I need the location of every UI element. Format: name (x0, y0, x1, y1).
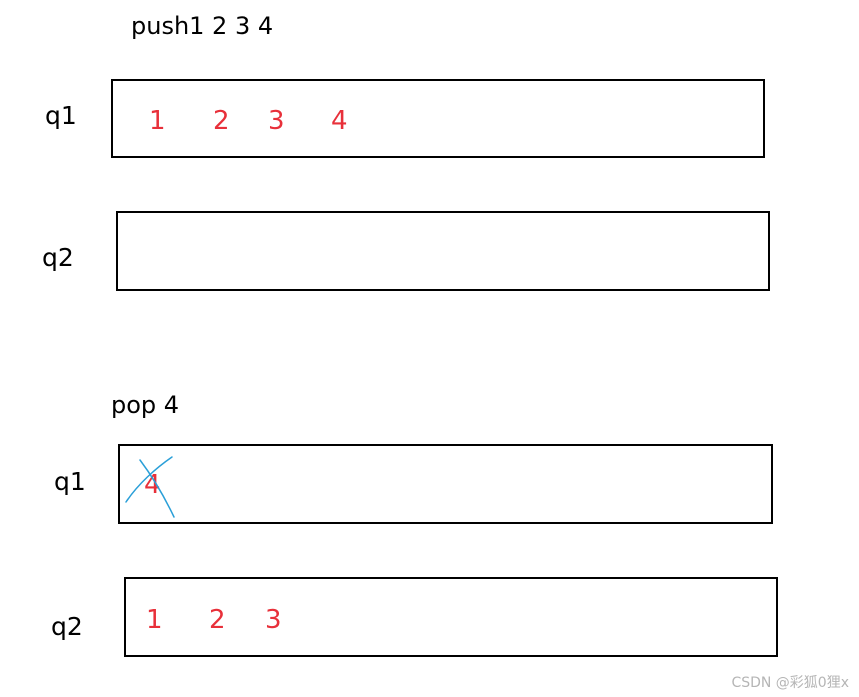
removed-queue-item: 4 (144, 470, 161, 500)
queue-item: 2 (213, 106, 230, 136)
pop-title: pop 4 (111, 391, 180, 419)
queue-q1-push: 1 2 3 4 (111, 79, 765, 158)
queue-item: 3 (268, 106, 285, 136)
queue-label-q2-push: q2 (42, 243, 74, 272)
csdn-watermark: CSDN @彩狐0狸x (731, 675, 849, 691)
queue-item: 2 (209, 605, 226, 635)
queue-label-q1-pop: q1 (54, 467, 86, 496)
queue-label-q2-pop: q2 (51, 612, 83, 641)
queue-item: 1 (149, 106, 166, 136)
queue-item: 1 (146, 605, 163, 635)
queue-q2-push (116, 211, 770, 291)
queue-item: 3 (265, 605, 282, 635)
queue-label-q1-push: q1 (45, 101, 77, 130)
push-title: push1 2 3 4 (131, 12, 274, 40)
queue-item: 4 (331, 106, 348, 136)
queue-q2-pop: 1 2 3 (124, 577, 778, 657)
queue-q1-pop: 4 (118, 444, 773, 524)
